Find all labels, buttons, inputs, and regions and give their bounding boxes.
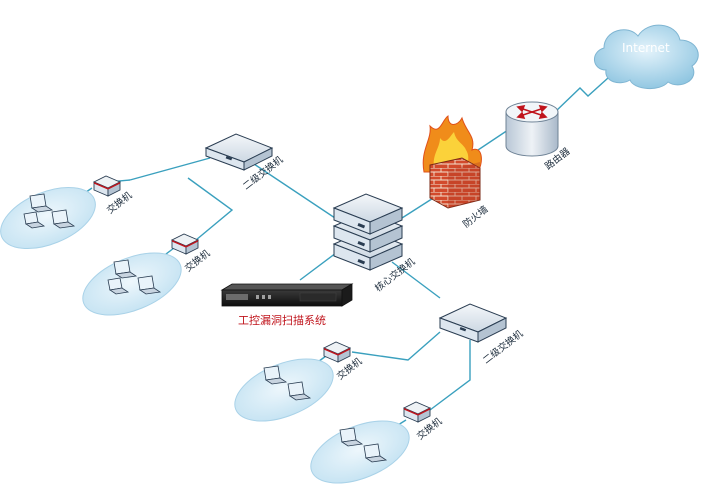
link-core-bottom-dist	[391, 261, 441, 299]
link-core-scanner	[299, 249, 341, 281]
scanner-label: 工控漏洞扫描系统	[238, 313, 326, 327]
workstation-pod-1	[0, 186, 96, 250]
firewall-label: 防火墙	[460, 203, 490, 230]
link-cloud-router	[554, 77, 609, 113]
laptop-icon	[363, 443, 388, 463]
cloud-icon	[594, 24, 699, 89]
workstation-pod-3	[234, 358, 334, 422]
laptop-icon	[263, 365, 288, 385]
laptop-icon	[113, 259, 138, 279]
laptop-icon	[107, 277, 130, 295]
laptop-icon	[339, 427, 364, 447]
laptop-icon	[29, 193, 54, 213]
internet-cloud: Internet	[594, 24, 699, 89]
access-switch-1: 交换机	[92, 175, 135, 216]
access-switch-4: 交换机	[402, 401, 445, 442]
workstation-pod-4	[310, 420, 410, 484]
link-bottom-dist-branch	[351, 331, 441, 361]
laptop-icon	[23, 211, 46, 229]
core-switch: 核心交换机	[332, 193, 418, 294]
distribution-switch-bottom: 二级交换机	[438, 303, 526, 366]
distribution-switch-top: 二级交换机	[204, 133, 286, 192]
link-router-firewall	[477, 129, 509, 151]
laptop-icon	[287, 381, 312, 401]
link-branch-switch2	[187, 177, 234, 241]
router-arrows-icon	[516, 104, 548, 120]
vulnerability-scanner: 工控漏洞扫描系统	[220, 283, 354, 327]
core-switch-unit-1	[332, 193, 404, 235]
firewall: 防火墙	[422, 115, 491, 230]
laptop-icon	[137, 275, 162, 295]
laptop-icon	[51, 209, 76, 229]
cloud-label: Internet	[622, 41, 670, 55]
link-bottom-dist-branch2	[429, 340, 471, 411]
router: 路由器	[505, 101, 573, 172]
workstation-pod-2	[82, 252, 182, 316]
link-core-top-dist	[247, 159, 339, 221]
link-top-dist-branch	[129, 157, 211, 181]
